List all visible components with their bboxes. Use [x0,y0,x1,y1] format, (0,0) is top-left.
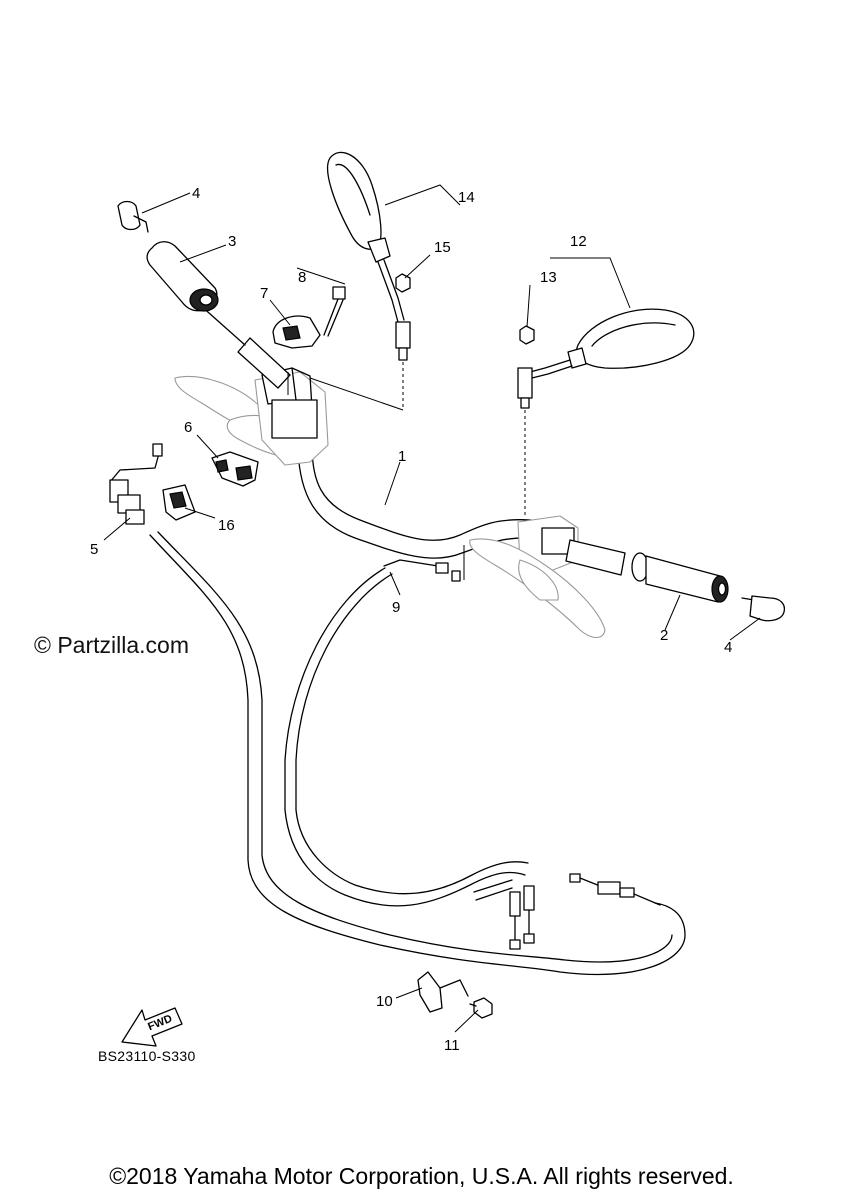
clamp-6 [211,451,259,487]
leader-lines [103,184,761,1033]
left-bar-end [199,304,291,389]
cable-5 [109,443,163,525]
cable-9 [383,559,461,582]
callout-13: 13 [540,269,557,286]
callout-2: 2 [660,627,668,644]
copyright-notice: ©2018 Yamaha Motor Corporation, U.S.A. A… [109,1163,734,1189]
cable-loops [149,531,686,976]
throttle-cable-end [569,873,661,906]
left-grip [146,241,219,312]
cable-end-fittings [473,879,535,950]
diagram-code: BS23110-S330 [98,1048,196,1064]
callout-16: 16 [218,517,235,534]
callout-8: 8 [298,269,306,286]
callout-6: 6 [184,419,192,436]
fwd-arrow: FWD [121,1007,183,1047]
center-lines [287,362,526,580]
callout-4-right: 4 [724,639,732,656]
callout-numbers: 1 2 3 4 4 5 6 7 8 9 10 11 12 13 14 15 16 [90,185,732,1054]
callout-9: 9 [392,599,400,616]
left-bar-end-weight [117,200,149,233]
right-bar-end-weight [741,595,786,622]
nut-15 [395,273,411,293]
left-mirror [326,151,411,361]
guide-10 [417,971,469,1013]
nut-13 [519,325,535,345]
bolt-8 [323,286,346,337]
left-lever-assembly [174,367,329,466]
callout-1: 1 [398,448,406,465]
callout-10: 10 [376,993,393,1010]
callout-14: 14 [458,189,475,206]
callout-4-left: 4 [192,185,200,202]
right-mirror [517,308,695,409]
clamp-16 [162,484,196,521]
callout-3: 3 [228,233,236,250]
callout-12: 12 [570,233,587,250]
callout-15: 15 [434,239,451,256]
bolt-11 [469,997,493,1019]
partzilla-watermark: © Partzilla.com [34,632,189,658]
callout-11: 11 [444,1037,460,1054]
right-grip [565,539,729,603]
callout-7: 7 [260,285,268,302]
callout-5: 5 [90,541,98,558]
holder-7 [272,315,321,349]
